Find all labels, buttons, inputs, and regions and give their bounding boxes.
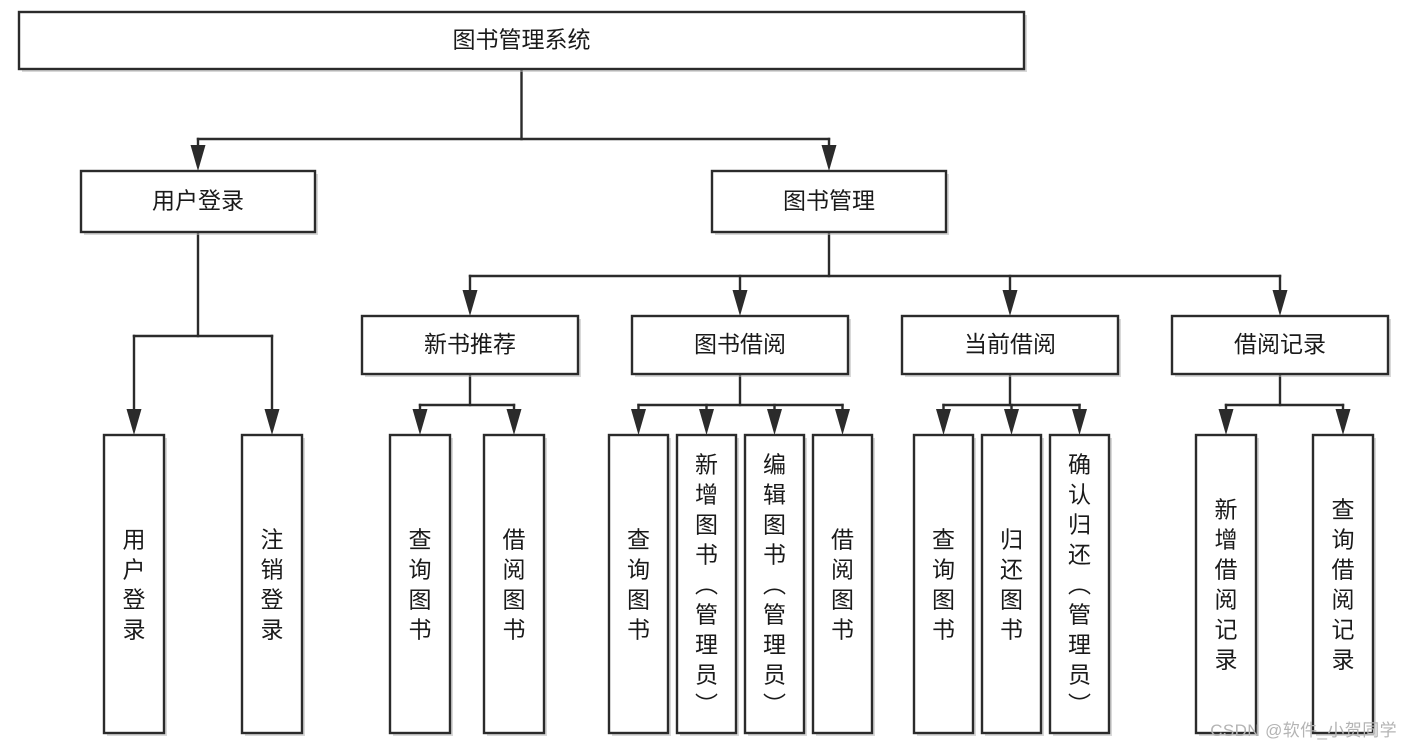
arrow-head-icon [264,409,280,435]
arrow-head-icon [462,290,478,316]
connector-group [126,230,280,435]
node-rect[interactable] [980,433,1043,735]
node-leaf-query-book-1[interactable]: 查询图书 [388,433,453,736]
arrow-head-icon [506,409,522,435]
node-book-manage[interactable]: 图书管理 [710,169,949,235]
arrow-head-icon [1218,409,1234,435]
node-leaf-user-login[interactable]: 用户登录 [102,433,167,736]
arrow-head-icon [1002,290,1018,316]
arrow-head-icon [936,409,951,435]
connector-layer [126,67,1351,435]
node-leaf-query-book-3[interactable]: 查询图书 [912,433,976,736]
node-rect[interactable] [900,314,1120,376]
csdn-watermark: CSDN @软件_小贺同学 [1210,721,1397,740]
node-rect[interactable] [607,433,670,735]
node-rect[interactable] [912,433,975,735]
connector-group [462,230,1288,316]
node-root[interactable]: 图书管理系统 [17,10,1027,72]
node-label: 查询图书 [409,526,432,642]
node-leaf-return-book[interactable]: 归还图书 [980,433,1044,736]
node-leaf-add-book[interactable]: 新增图书︵管理员︶ [675,433,739,736]
node-label: 用户登录 [152,188,244,214]
node-label: 新书推荐 [424,331,516,357]
node-label: 查询图书 [627,526,650,642]
node-rect[interactable] [79,169,317,234]
arrow-head-icon [1072,409,1087,435]
arrow-head-icon [732,290,748,316]
node-label: 确认归还︵管理员︶ [1068,451,1091,717]
node-borrow-record[interactable]: 借阅记录 [1170,314,1391,377]
node-rect[interactable] [743,433,806,735]
node-rect[interactable] [360,314,580,376]
node-layer: 图书管理系统用户登录图书管理新书推荐图书借阅当前借阅借阅记录用户登录注销登录查询… [17,10,1391,736]
node-rect[interactable] [811,433,874,735]
arrow-head-icon [835,409,850,435]
node-leaf-user-logout[interactable]: 注销登录 [240,433,305,736]
node-rect[interactable] [240,433,304,735]
node-rect[interactable] [17,10,1026,71]
node-leaf-edit-book[interactable]: 编辑图书︵管理员︶ [743,433,807,736]
node-label: 图书管理系统 [453,27,591,53]
node-label: 新增借阅记录 [1215,496,1238,672]
node-book-borrow[interactable]: 图书借阅 [630,314,851,377]
arrow-head-icon [190,145,206,171]
node-label: 借阅图书 [831,526,854,642]
node-leaf-borrow-book-1[interactable]: 借阅图书 [482,433,547,736]
node-leaf-borrow-book-2[interactable]: 借阅图书 [811,433,875,736]
arrow-head-icon [631,409,646,435]
arrow-head-icon [699,409,714,435]
node-label: 借阅记录 [1234,331,1326,357]
node-user-login[interactable]: 用户登录 [79,169,318,235]
arrow-head-icon [1335,409,1351,435]
node-leaf-query-record[interactable]: 查询借阅记录 [1311,433,1376,736]
node-rect[interactable] [1048,433,1111,735]
node-label: 图书管理 [783,188,875,214]
node-label: 图书借阅 [694,331,786,357]
node-rect[interactable] [710,169,948,234]
node-current-borrow[interactable]: 当前借阅 [900,314,1121,377]
node-label: 注销登录 [261,526,284,642]
connector-group [1218,372,1351,435]
arrow-head-icon [1272,290,1288,316]
node-label: 查询图书 [932,526,955,642]
connector-group [631,372,850,435]
connector-group [412,372,522,435]
node-leaf-confirm-return[interactable]: 确认归还︵管理员︶ [1048,433,1112,736]
node-leaf-query-book-2[interactable]: 查询图书 [607,433,671,736]
arrow-head-icon [1004,409,1019,435]
node-label: 用户登录 [123,526,146,642]
node-label: 编辑图书︵管理员︶ [763,451,786,717]
node-rect[interactable] [482,433,546,735]
node-rect[interactable] [675,433,738,735]
node-rect[interactable] [1194,433,1258,735]
arrow-head-icon [767,409,782,435]
node-label: 借阅图书 [503,526,526,642]
node-rect[interactable] [1170,314,1390,376]
node-rect[interactable] [1311,433,1375,735]
node-rect[interactable] [388,433,452,735]
node-rect[interactable] [102,433,166,735]
arrow-head-icon [412,409,428,435]
node-label: 当前借阅 [964,331,1056,357]
node-label: 归还图书 [1000,526,1023,642]
node-leaf-add-record[interactable]: 新增借阅记录 [1194,433,1259,736]
connector-group [936,372,1087,435]
node-label: 新增图书︵管理员︶ [695,451,718,717]
connector-group [190,67,837,171]
node-rect[interactable] [630,314,850,376]
arrow-head-icon [126,409,142,435]
arrow-head-icon [821,145,837,171]
node-label: 查询借阅记录 [1332,496,1355,672]
node-new-book-recommend[interactable]: 新书推荐 [360,314,581,377]
